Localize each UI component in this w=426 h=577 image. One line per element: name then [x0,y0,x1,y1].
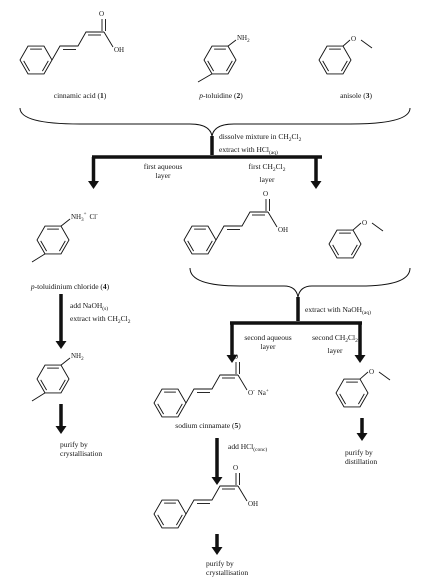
step-add-hcl-conc: add HCl(conc) [228,442,268,453]
atom-nh2: NH2 [237,34,250,44]
atom-o: O [233,353,238,361]
label-second-ch2cl2-layer: second CH2Cl2 layer [312,333,358,355]
anisole-ch2cl2-structure [328,222,384,259]
p-toluidinium-chloride-structure [31,218,71,263]
cinnamic-acid-ch2cl2-structure [183,199,278,255]
label-second-aqueous-layer: second aqueous layer [244,333,292,351]
top-brace [19,107,411,137]
atom-o-methoxy: O [369,368,374,376]
sodium-cinnamate-structure [153,362,248,418]
cinnamic-acid-regenerated-structure [153,473,248,529]
atom-nh3-cl: NH3+Cl- [71,212,98,223]
atom-oh: OH [278,226,288,234]
atom-o: O [263,190,268,198]
label-purify-distillation: purify by distillation [345,448,378,466]
cinnamic-acid-structure [19,19,114,75]
atom-oh: OH [248,500,258,508]
label-purify-crystallisation-1: purify by crystallisation [60,440,103,458]
atom-o-methoxy: O [351,35,356,43]
label-purify-crystallisation-2: purify by crystallisation [206,559,249,577]
label-first-aqueous-layer: first aqueous layer [143,162,183,180]
anisole-final-structure [335,371,391,408]
atom-o: O [99,10,104,18]
atom-o-methoxy: O [362,219,367,227]
label-cinnamic-acid: cinnamic acid (1) [53,91,107,100]
label-anisole: anisole (3) [340,91,372,100]
label-sodium-cinnamate: sodium cinnamate (5) [175,421,241,430]
label-p-toluidine: p-toluidine (2) [199,91,243,100]
step-extract-naoh: extract with NaOH(aq) [305,305,371,316]
p-toluidine-structure [197,39,237,83]
atom-o-minus-na: O-Na+ [248,389,269,397]
label-first-ch2cl2-layer: first CH2Cl2 layer [248,162,286,184]
anisole-structure [318,39,373,75]
atom-o: O [233,464,238,472]
atom-oh: OH [114,46,124,54]
atom-nh2: NH2 [71,352,84,362]
middle-brace [189,267,411,298]
step-dissolve-extract-hcl: dissolve mixture in CH2Cl2 extract with … [219,132,302,156]
step-add-naoh-extract: add NaOH(s) extract with CH2Cl2 [70,301,131,325]
label-p-toluidinium-chloride: p-toluidinium chloride (4) [30,282,110,291]
p-toluidine-regenerated-structure [31,357,71,402]
